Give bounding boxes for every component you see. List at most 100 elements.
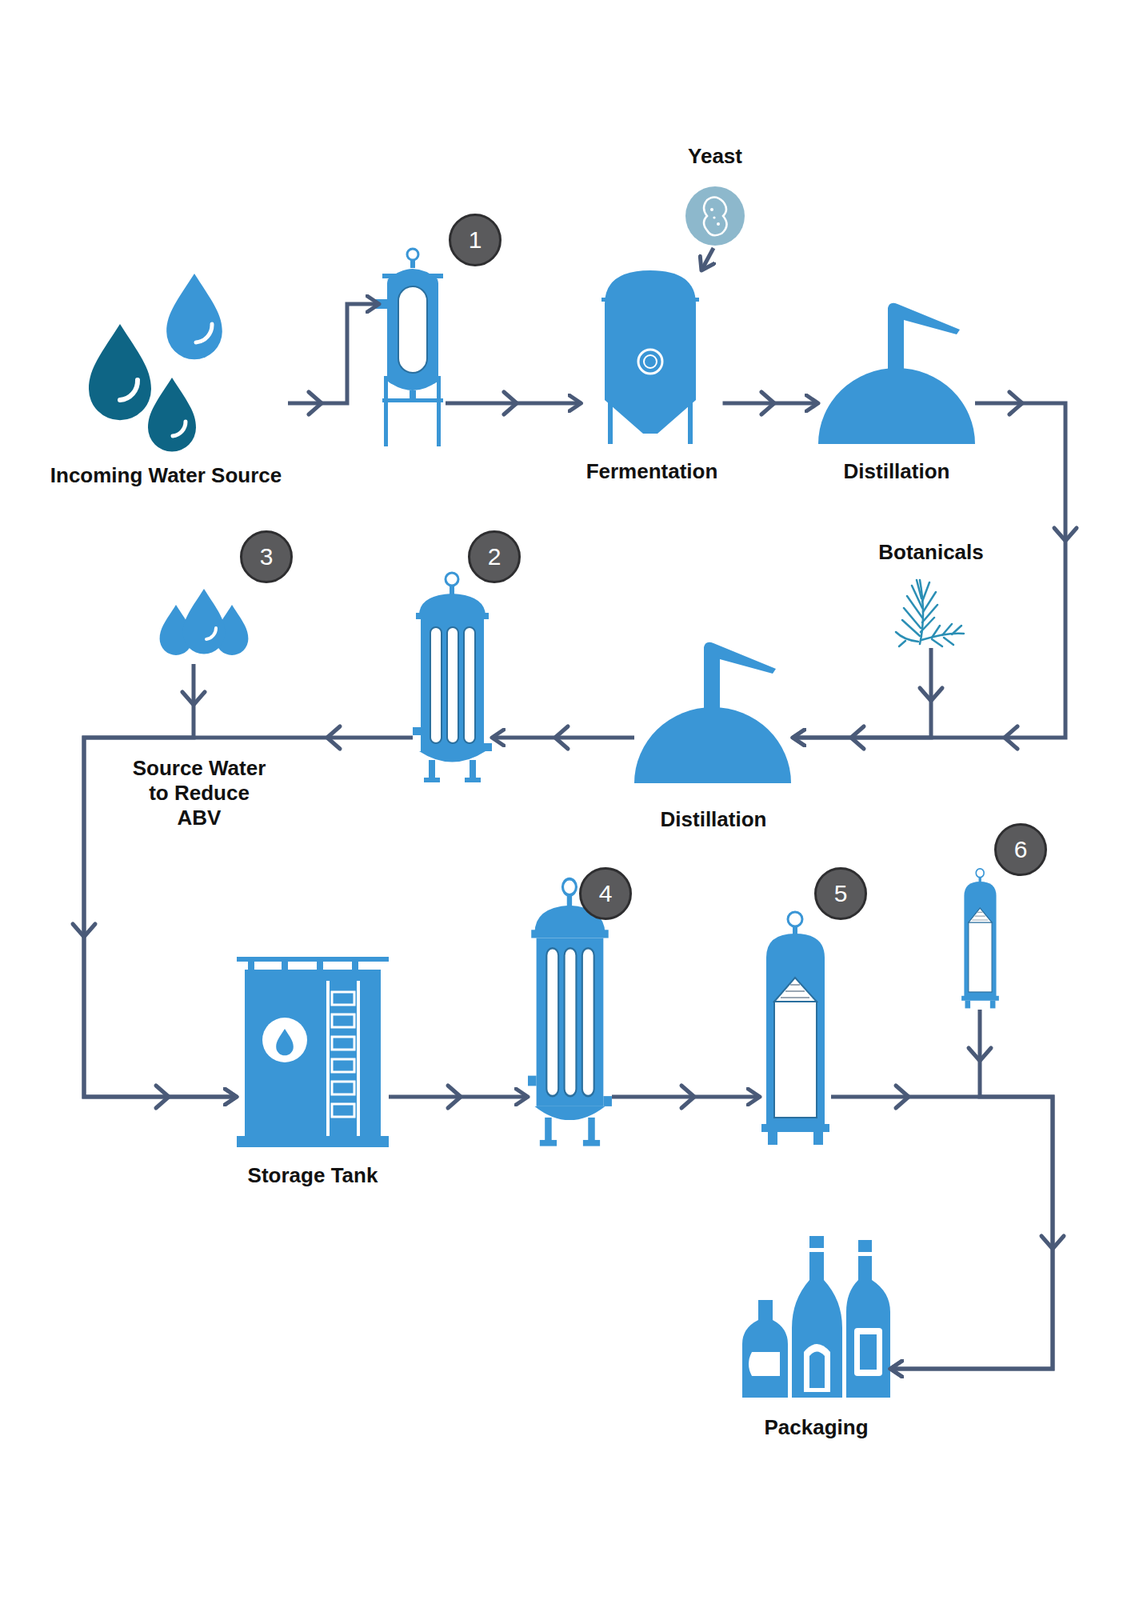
- callout-number: 1: [448, 213, 502, 267]
- cartridge-filter: [761, 868, 1000, 1145]
- yeast-icon: [703, 196, 728, 236]
- filter-housing: [412, 572, 492, 783]
- storage-tank: [331, 1103, 355, 1117]
- flow-chevron: [72, 391, 1077, 1249]
- callout-number: 3: [239, 530, 293, 584]
- flow-connector: [701, 247, 714, 271]
- callout-number: 5: [814, 867, 868, 920]
- fermentation-tank: [601, 270, 700, 444]
- filter-vessel: [374, 248, 444, 447]
- filter-vessel: [410, 259, 416, 268]
- step-label: Distillation: [660, 807, 768, 832]
- water-drops: [119, 379, 138, 400]
- bottles-icon: [791, 1235, 843, 1398]
- filter-unit: 6: [960, 867, 1000, 1010]
- flow-connector: [287, 303, 380, 404]
- flow-connector: [83, 737, 413, 1097]
- step-label: Storage Tank: [247, 1162, 379, 1188]
- storage-tank: [244, 969, 381, 1138]
- step-label: Packaging: [763, 1414, 868, 1440]
- fermentation-tank: [604, 270, 696, 434]
- storage-tank: [327, 980, 359, 1136]
- bottles-icon: [859, 1334, 877, 1370]
- flow-connector: [792, 647, 932, 738]
- flow-connector: [611, 1095, 760, 1100]
- storage-tank: [331, 1014, 355, 1028]
- bottles-icon: [748, 1351, 780, 1376]
- callout-number: 2: [467, 530, 521, 584]
- yeast-icon: [710, 207, 714, 212]
- storage-tank: [275, 1028, 294, 1056]
- filter-unit: 2: [412, 571, 492, 784]
- storage-tank: [236, 1135, 389, 1147]
- flow-connector: [831, 1096, 1053, 1369]
- bottles-icon: [742, 1235, 891, 1398]
- note-label: Source Water to Reduce ABV: [131, 755, 268, 832]
- yeast-icon: [685, 186, 745, 246]
- note-text: Source Water to Reduce ABV: [132, 755, 267, 830]
- step-label: Distillation: [843, 459, 951, 484]
- water-drops: [147, 377, 196, 452]
- yeast-icon: [716, 222, 720, 226]
- process-step: Distillation: [818, 300, 976, 484]
- filter-vessel: [383, 375, 388, 447]
- bottles-icon: [846, 1239, 891, 1398]
- botanicals-icon: [902, 579, 923, 636]
- flow-connector: [723, 401, 820, 406]
- still-pot: [818, 303, 976, 444]
- filter-vessel: [436, 375, 441, 447]
- flow-connector: [491, 735, 635, 740]
- filter-unit: 4: [527, 876, 612, 1147]
- filter-vessel: [387, 276, 439, 384]
- flow-connector: [890, 1009, 1053, 1369]
- callout-number: 6: [994, 823, 1048, 876]
- filter-unit: 5: [759, 909, 832, 1147]
- filter-housing: [412, 572, 612, 1147]
- water-drops: [206, 627, 216, 640]
- step-label: Yeast: [687, 143, 743, 169]
- fermentation-tank: [638, 349, 663, 374]
- storage-tank: [331, 1059, 355, 1072]
- cartridge-filter: [961, 868, 1000, 1009]
- bottles-icon: [742, 1299, 788, 1398]
- botanicals-icon: [931, 623, 962, 647]
- step-label: Fermentation: [586, 459, 719, 484]
- flow-connector: [83, 663, 237, 1097]
- bottles-icon: [807, 1247, 826, 1252]
- flow-connector: [792, 403, 1066, 738]
- storage-tank: [236, 956, 389, 962]
- storage-tank: [331, 1036, 355, 1050]
- botanicals-icon: [895, 579, 964, 647]
- water-drops: [166, 273, 223, 360]
- bottles-icon: [856, 1251, 874, 1256]
- bottles-icon: [854, 1327, 883, 1376]
- bottles-icon: [803, 1343, 831, 1392]
- filter-vessel: [407, 248, 419, 260]
- cartridge-filter: [761, 911, 830, 1145]
- output-step: Packaging: [742, 1235, 891, 1440]
- filter-vessel: [409, 390, 416, 402]
- bottles-icon: [809, 1351, 825, 1389]
- storage-tank: [331, 1081, 355, 1095]
- water-drops: [183, 588, 226, 654]
- storage-tank: [331, 991, 355, 1005]
- botanicals-icon: [920, 582, 938, 632]
- fermentation-tank: [601, 297, 700, 302]
- flow-connector: [445, 401, 582, 406]
- fermentation-tank: [643, 355, 657, 368]
- step-label: Incoming Water Source: [50, 463, 282, 488]
- input-step: Yeast: [663, 143, 767, 248]
- water-drops: [88, 323, 152, 420]
- botanicals-icon: [895, 631, 919, 647]
- input-step: Botanicals: [873, 539, 989, 648]
- water-drops: [195, 323, 212, 343]
- filter-unit: 1: [379, 239, 446, 447]
- yeast-icon: [712, 215, 716, 219]
- water-drops: [88, 273, 223, 452]
- step-label: Botanicals: [878, 539, 984, 565]
- water-drops: [159, 588, 249, 656]
- callout-number: 4: [579, 867, 632, 920]
- storage-tank: [262, 1017, 308, 1063]
- still-pot: [634, 642, 792, 784]
